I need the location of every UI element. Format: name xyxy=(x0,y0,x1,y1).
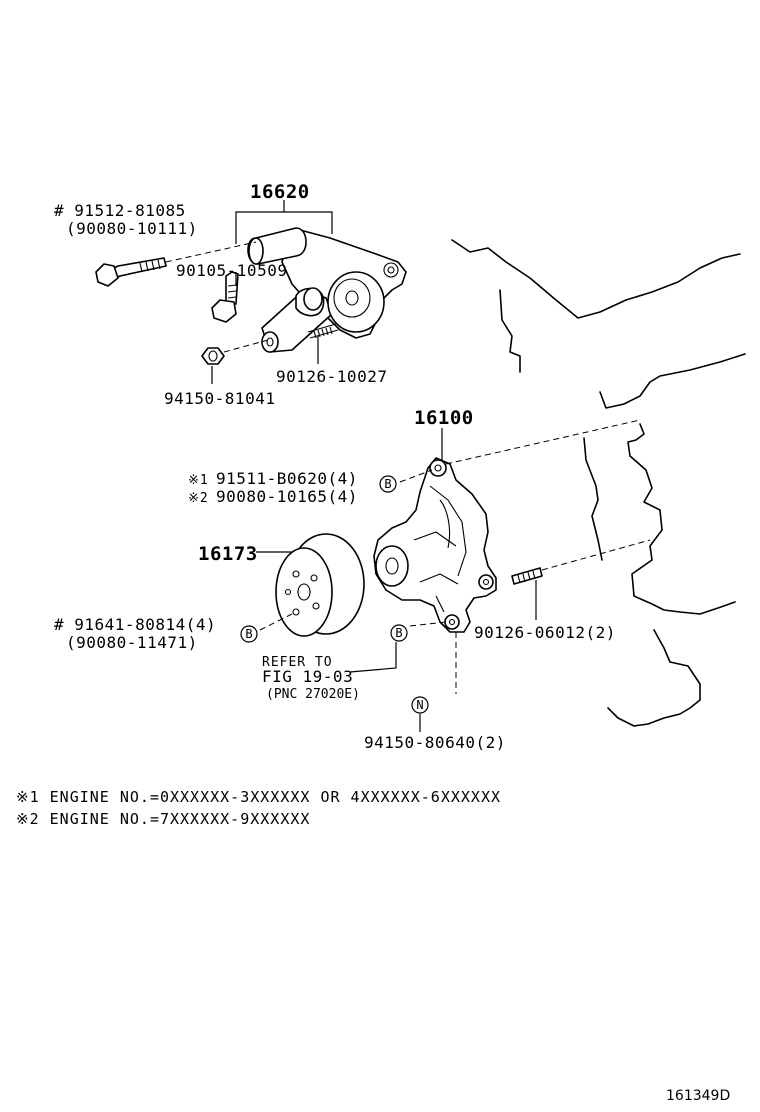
water-pump-pulley xyxy=(275,533,365,637)
part-90126-06012: 90126-06012(2) xyxy=(474,623,616,642)
reference-line-3: (PNC 27020E) xyxy=(266,687,360,702)
part-16620: 16620 xyxy=(250,181,310,203)
tensioner-assembly xyxy=(247,227,407,353)
note-mark-1: ※1 xyxy=(188,473,209,488)
small-bolt xyxy=(211,271,239,323)
part-16100: 16100 xyxy=(414,407,474,429)
svg-text:B: B xyxy=(395,626,402,640)
long-bolt xyxy=(95,257,167,287)
part-91641-80814: # 91641-80814(4) xyxy=(54,615,216,634)
footnote-1: ※1 ENGINE NO.=0XXXXXX-3XXXXXX OR 4XXXXXX… xyxy=(16,788,501,806)
part-94150-80640: 94150-80640(2) xyxy=(364,733,506,752)
part-94150-81041: 94150-81041 xyxy=(164,389,275,408)
footnote-2: ※2 ENGINE NO.=7XXXXXX-9XXXXXX xyxy=(16,810,310,828)
svg-text:B: B xyxy=(245,627,252,641)
part-91512-81085: # 91512-81085 xyxy=(54,201,186,220)
svg-text:N: N xyxy=(416,698,423,712)
stud xyxy=(511,567,543,585)
assembly-lines xyxy=(165,241,651,694)
flange-nut xyxy=(201,347,225,365)
part-16173: 16173 xyxy=(198,543,258,565)
svg-text:B: B xyxy=(384,477,391,491)
part-90080-10111: (90080-10111) xyxy=(66,219,198,238)
leader-lines xyxy=(211,200,537,732)
part-90080-11471: (90080-11471) xyxy=(66,633,198,652)
reference-line-1: REFER TO xyxy=(262,655,333,670)
marker-b-pulley: B xyxy=(240,625,258,643)
engine-block-outline xyxy=(451,239,746,727)
part-90105-10509: 90105-10509 xyxy=(176,261,287,280)
part-90080-10165: 90080-10165(4) xyxy=(216,487,358,506)
water-pump xyxy=(373,457,497,633)
reference-line-2: FIG 19-03 xyxy=(262,667,353,686)
marker-b-bolt: B xyxy=(379,475,397,493)
figure-id: 161349D xyxy=(666,1088,730,1104)
part-91511-b0620: 91511-B0620(4) xyxy=(216,469,358,488)
note-mark-2: ※2 xyxy=(188,491,209,506)
marker-b-ref: B xyxy=(390,624,408,642)
marker-n: N xyxy=(411,696,429,714)
part-90126-10027: 90126-10027 xyxy=(276,367,387,386)
